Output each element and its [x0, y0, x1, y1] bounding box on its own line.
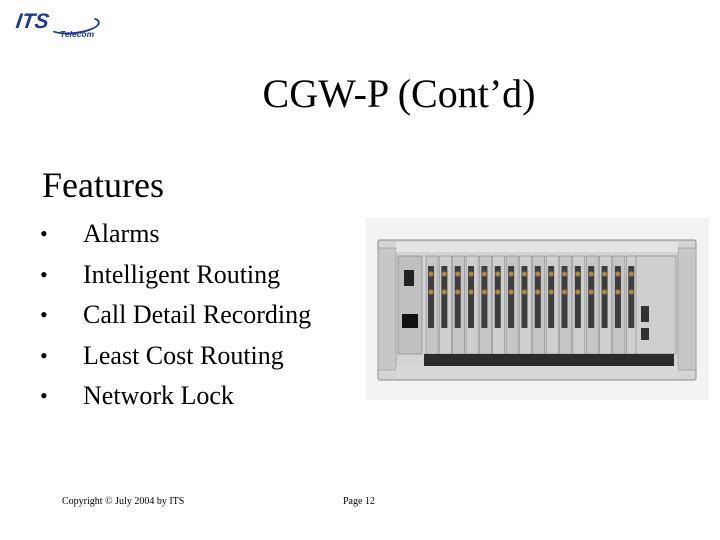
- card-port-strip: [481, 266, 488, 328]
- copyright-notice: Copyright © July 2004 by ITS: [62, 496, 185, 507]
- connector-icon: [575, 271, 581, 277]
- connector-icon: [494, 289, 501, 295]
- power-socket-icon: [402, 314, 418, 328]
- connector-icon: [481, 289, 488, 295]
- connector-icon: [615, 289, 621, 295]
- connector-icon: [628, 289, 635, 295]
- network-port-icon: [641, 306, 649, 322]
- card-port-strip: [508, 266, 515, 328]
- power-switch-icon: [404, 270, 414, 286]
- list-item: • Network Lock: [40, 376, 311, 417]
- feature-label: Call Detail Recording: [83, 300, 312, 330]
- card-port-strip: [561, 266, 568, 328]
- slide-title: CGW-P (Cont’d): [262, 71, 536, 116]
- left-rack-ear: [377, 247, 397, 371]
- card-port-strip: [548, 266, 555, 328]
- list-item: • Intelligent Routing: [40, 255, 311, 296]
- connector-icon: [508, 271, 514, 277]
- logo-brand-text: ITS: [14, 10, 51, 33]
- connector-icon: [494, 271, 501, 277]
- bullet-icon: •: [40, 383, 48, 409]
- connector-icon: [601, 271, 608, 277]
- its-telecom-logo: ITS Telecom: [10, 10, 101, 40]
- features-heading: Features: [42, 165, 164, 205]
- connector-icon: [441, 271, 448, 277]
- connector-icon: [481, 271, 488, 277]
- connector-icon: [454, 289, 461, 295]
- connector-icon: [521, 271, 528, 277]
- bottom-vent: [396, 366, 678, 378]
- serial-port-icon: [641, 328, 649, 340]
- connector-icon: [441, 289, 448, 295]
- list-item: • Call Detail Recording: [40, 295, 311, 336]
- card-port-strip: [454, 266, 461, 328]
- label-strip: [424, 354, 674, 366]
- connector-icon: [588, 271, 595, 277]
- card-port-strip: [428, 266, 434, 328]
- feature-label: Network Lock: [83, 381, 234, 411]
- page-number: Page 12: [343, 496, 375, 507]
- logo-sub-text: Telecom: [60, 29, 95, 39]
- card-port-strip: [494, 266, 501, 328]
- card-port-strip: [601, 266, 608, 328]
- card-port-strip: [534, 266, 541, 328]
- list-item: • Alarms: [40, 214, 311, 255]
- connector-icon: [468, 271, 474, 277]
- connector-icon: [428, 289, 434, 295]
- top-vent: [396, 242, 678, 252]
- connector-icon: [468, 289, 474, 295]
- connector-icon: [454, 271, 461, 277]
- connector-icon: [601, 289, 608, 295]
- connector-icon: [561, 271, 568, 277]
- connector-icon: [575, 289, 581, 295]
- connector-icon: [628, 271, 635, 277]
- gateway-chassis-photo: [366, 218, 709, 400]
- bullet-icon: •: [40, 221, 48, 247]
- connector-icon: [561, 289, 568, 295]
- card-port-strip: [441, 266, 448, 328]
- connector-icon: [521, 289, 528, 295]
- connector-icon: [548, 271, 554, 277]
- bullet-icon: •: [40, 261, 48, 287]
- card-port-strip: [588, 266, 595, 328]
- connector-icon: [508, 289, 514, 295]
- connector-icon: [428, 271, 434, 277]
- feature-label: Intelligent Routing: [83, 259, 281, 289]
- card-port-strip: [521, 266, 528, 328]
- feature-label: Least Cost Routing: [83, 340, 284, 370]
- card-port-strip: [628, 266, 635, 328]
- connector-icon: [534, 289, 541, 295]
- card-port-strip: [574, 266, 581, 328]
- feature-list: • Alarms • Intelligent Routing • Call Detai…: [40, 214, 311, 417]
- connector-icon: [615, 271, 621, 277]
- card-slots: [425, 255, 639, 355]
- right-rack-ear: [677, 247, 697, 371]
- feature-label: Alarms: [83, 219, 160, 249]
- connector-icon: [548, 289, 554, 295]
- card-port-strip: [614, 266, 621, 328]
- connector-icon: [534, 271, 541, 277]
- bullet-icon: •: [40, 342, 48, 368]
- bullet-icon: •: [40, 302, 48, 328]
- card-port-strip: [468, 266, 475, 328]
- connector-icon: [588, 289, 595, 295]
- list-item: • Least Cost Routing: [40, 336, 311, 377]
